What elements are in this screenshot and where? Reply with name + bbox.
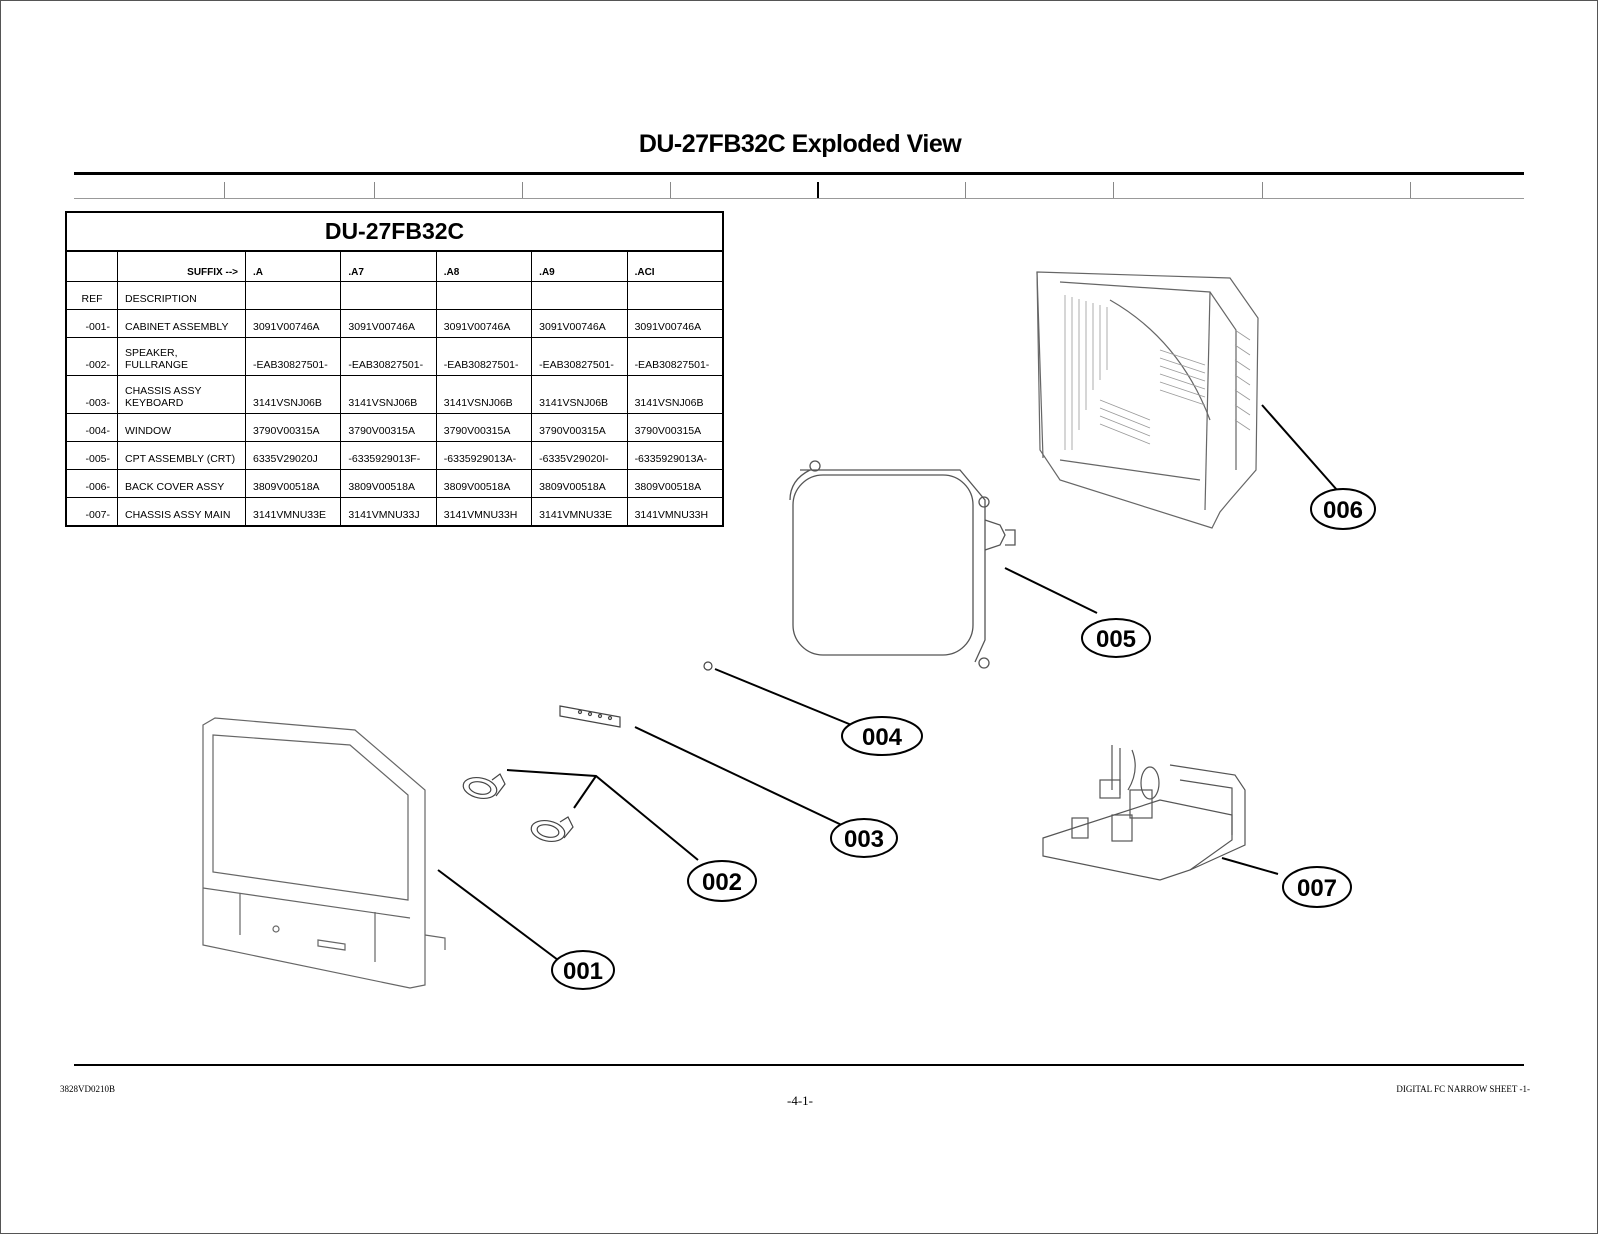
part-number-cell: 3809V00518A — [626, 469, 724, 498]
description-cell: CPT ASSEMBLY (CRT) — [117, 441, 246, 470]
callout-005: 005 — [1081, 618, 1151, 658]
callout-label: 005 — [1096, 626, 1136, 653]
callout-label: 007 — [1297, 875, 1337, 902]
main-chassis-illustration — [1042, 745, 1246, 881]
ruler-baseline — [74, 198, 1524, 199]
header-row: REF DESCRIPTION — [65, 281, 724, 310]
part-number-cell: -6335929013F- — [340, 441, 437, 470]
part-number-cell: 3141VSNJ06B — [531, 375, 628, 414]
callout-004: 004 — [841, 716, 923, 756]
footer-rule — [74, 1064, 1524, 1066]
table-cell — [435, 281, 533, 310]
keyboard-illustration — [559, 705, 621, 728]
ruler-tick — [817, 182, 819, 198]
part-number-cell: 3809V00518A — [340, 469, 437, 498]
suffix-cell: .A9 — [531, 250, 628, 282]
part-number-cell: 3809V00518A — [531, 469, 628, 498]
part-number-cell: -EAB30827501- — [531, 337, 628, 376]
ruler-tick — [522, 182, 523, 198]
part-number-cell: -6335929013A- — [435, 441, 533, 470]
suffix-cell: .A8 — [435, 250, 533, 282]
callout-001: 001 — [551, 950, 615, 990]
part-number-cell: -6335V29020I- — [531, 441, 628, 470]
callout-label: 003 — [844, 826, 884, 853]
footer-page-number: -4-1- — [787, 1093, 813, 1108]
part-number-cell: -EAB30827501- — [626, 337, 724, 376]
ruler-tick — [1113, 182, 1114, 198]
callout-label: 004 — [862, 724, 903, 751]
part-number-cell: 3141VMNU33E — [244, 497, 342, 527]
ref-cell: -007- — [65, 497, 118, 527]
footer-sheet-label: DIGITAL FC NARROW SHEET -1- — [1396, 1084, 1530, 1094]
part-number-cell: 3091V00746A — [435, 309, 533, 338]
part-number-cell: 3091V00746A — [244, 309, 342, 338]
part-number-cell: 3809V00518A — [435, 469, 533, 498]
ruler-tick — [224, 182, 225, 198]
description-cell: CHASSIS ASSY MAIN — [117, 497, 246, 527]
callout-002: 002 — [687, 860, 757, 902]
title-rule — [74, 172, 1524, 175]
ref-cell: -006- — [65, 469, 118, 498]
part-number-cell: 3141VMNU33H — [626, 497, 724, 527]
part-number-cell: -EAB30827501- — [340, 337, 437, 376]
description-cell: CABINET ASSEMBLY — [117, 309, 246, 338]
leader-lines — [437, 404, 1338, 961]
callout-label: 001 — [563, 958, 603, 985]
description-cell: CHASSIS ASSY KEYBOARD — [117, 375, 246, 414]
page-title: DU-27FB32C Exploded View — [638, 130, 962, 158]
part-number-cell: 3141VSNJ06B — [626, 375, 724, 414]
ref-cell: -004- — [65, 413, 118, 442]
part-number-cell: 3790V00315A — [435, 413, 533, 442]
ruler-tick — [965, 182, 966, 198]
parts-table: DU-27FB32C SUFFIX --> .A .A7 .A8 .A9 .AC… — [65, 211, 724, 527]
ruler-tick — [1262, 182, 1263, 198]
table-model-title: DU-27FB32C — [65, 211, 724, 252]
description-cell: SPEAKER, FULLRANGE — [117, 337, 246, 376]
ruler-tick — [670, 182, 671, 198]
part-number-cell: 3141VMNU33E — [531, 497, 628, 527]
footer-doc-number: 3828VD0210B — [60, 1084, 116, 1094]
crt-illustration — [789, 460, 1016, 669]
speaker-illustration — [462, 773, 574, 843]
ruler-tick — [1410, 182, 1411, 198]
description-cell: BACK COVER ASSY — [117, 469, 246, 498]
callout-label: 006 — [1323, 497, 1363, 524]
part-number-cell: 3141VMNU33H — [435, 497, 533, 527]
ref-cell: -005- — [65, 441, 118, 470]
table-row: -005-CPT ASSEMBLY (CRT)6335V29020J-63359… — [65, 441, 724, 470]
callout-003: 003 — [830, 818, 898, 858]
callout-006: 006 — [1310, 488, 1376, 530]
suffix-cell: .A7 — [340, 250, 437, 282]
part-number-cell: 3809V00518A — [244, 469, 342, 498]
description-header: DESCRIPTION — [117, 281, 246, 310]
part-number-cell: 3141VSNJ06B — [244, 375, 342, 414]
ruler-tick — [374, 182, 375, 198]
part-number-cell: 3141VMNU33J — [340, 497, 437, 527]
cabinet-illustration — [202, 717, 446, 989]
table-cell — [531, 281, 628, 310]
back-cover-illustration — [1036, 271, 1259, 529]
callout-label: 002 — [702, 869, 742, 896]
part-number-cell: -EAB30827501- — [435, 337, 533, 376]
window-illustration — [703, 661, 713, 671]
callout-007: 007 — [1282, 866, 1352, 908]
part-number-cell: 3141VSNJ06B — [435, 375, 533, 414]
